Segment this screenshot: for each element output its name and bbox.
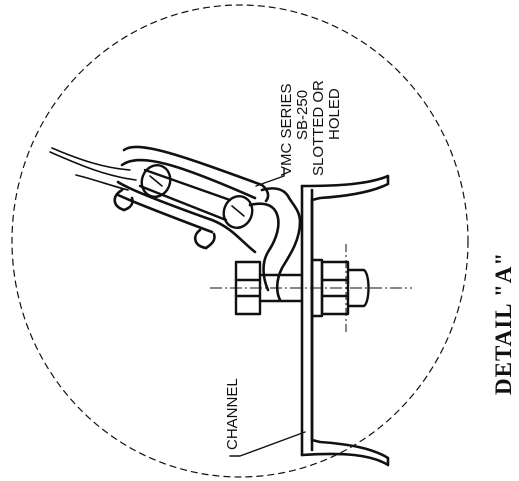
detail-boundary-circle: [11, 4, 469, 478]
strut-channel: [300, 174, 390, 467]
part-label-leader: [255, 167, 285, 187]
part-label-line-2: SB-250: [294, 90, 311, 140]
channel-label-leader: [229, 431, 306, 457]
detail-title: DETAIL "A": [491, 252, 516, 395]
center-lines: [210, 244, 412, 332]
part-label-line-1: VMC SERIES: [278, 83, 295, 176]
wire-bundle: [49, 147, 137, 191]
part-label-line-3: SLOTTED OR: [310, 80, 327, 176]
part-label-line-4: HOLED: [326, 88, 343, 140]
clamped-cable: [138, 164, 254, 229]
cable-clamp: [113, 145, 302, 302]
part-label: VMC SERIES SB-250 SLOTTED OR HOLED: [278, 80, 343, 176]
channel-label: CHANNEL: [224, 378, 241, 450]
